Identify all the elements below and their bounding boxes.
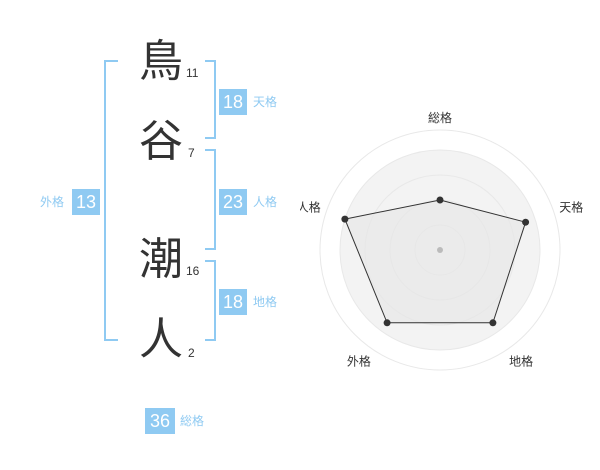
radar-center-dot [437, 247, 443, 253]
name-char-4: 人 [139, 314, 183, 365]
radar-axis-label-5: 人格 [300, 199, 321, 214]
stroke-count-1: 11 [186, 66, 199, 80]
gaikaku-label: 外格 [40, 195, 65, 209]
radar-point-1 [436, 196, 444, 204]
radar-point-4 [383, 319, 391, 327]
jinkaku-label: 人格 [253, 195, 278, 209]
tenkaku-bracket [205, 60, 216, 139]
radar-ring [339, 149, 541, 351]
radar-point-5 [341, 215, 349, 223]
soukaku-label: 総格 [180, 414, 205, 428]
stroke-count-4: 2 [188, 346, 195, 360]
tenkaku-label: 天格 [253, 95, 278, 109]
radar-point-3 [489, 319, 497, 327]
radar-point-2 [522, 218, 530, 226]
tenkaku-badge: 18 [219, 89, 247, 115]
soukaku-badge: 36 [145, 408, 175, 434]
jinkaku-bracket [205, 149, 216, 250]
radar-axis-label-1: 総格 [428, 110, 452, 125]
gaikaku-badge: 13 [72, 189, 100, 215]
gaikaku-bracket [104, 60, 118, 341]
stroke-count-2: 7 [188, 146, 195, 160]
name-char-2: 谷 [139, 116, 183, 167]
radar-axis-label-2: 天格 [559, 199, 583, 214]
name-char-1: 鳥 [139, 36, 183, 87]
chikaku-badge: 18 [219, 289, 247, 315]
jinkaku-badge: 23 [219, 189, 247, 215]
radar-outer-ring [319, 129, 561, 371]
radar-series-polygon [344, 199, 527, 324]
radar-axis-label-4: 外格 [347, 354, 371, 369]
chikaku-bracket [205, 260, 216, 341]
radar-axis-label-3: 地格 [509, 354, 533, 369]
name-char-3: 潮 [139, 234, 183, 285]
stroke-count-3: 16 [186, 264, 200, 278]
chikaku-label: 地格 [253, 295, 278, 309]
